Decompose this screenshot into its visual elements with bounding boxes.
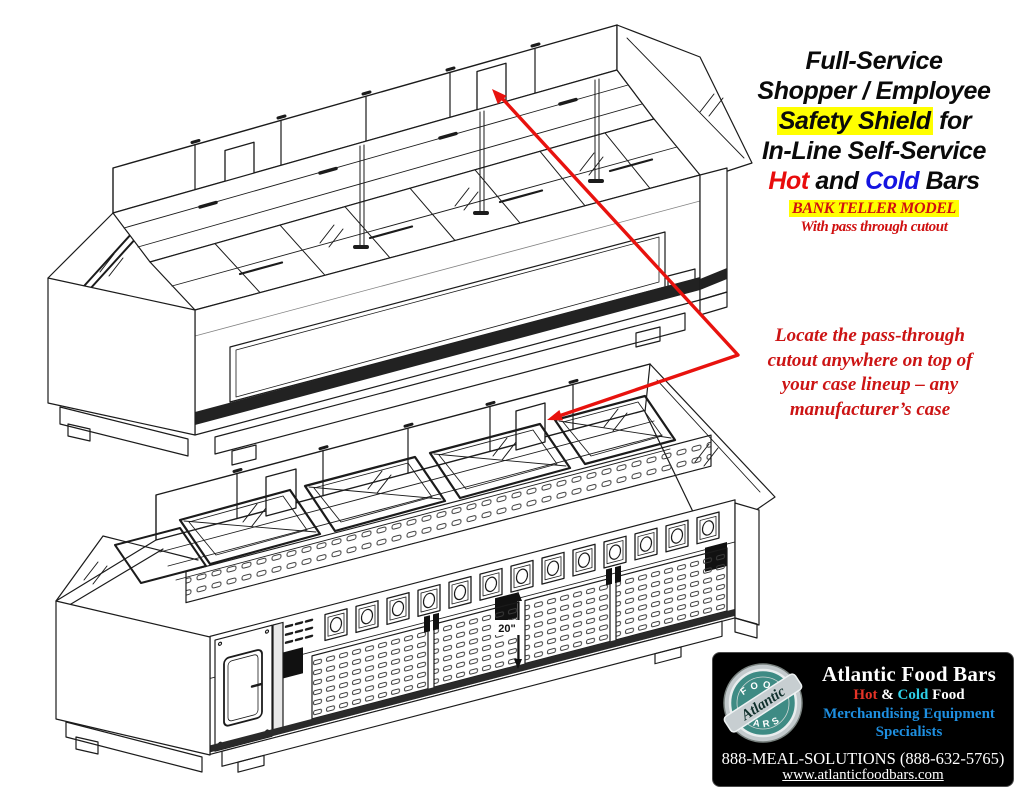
hot-word: Hot (768, 167, 809, 195)
website-link[interactable]: www.atlanticfoodbars.com (782, 767, 944, 783)
switch-box (280, 647, 303, 680)
arrow-to-top-cutout (492, 89, 507, 105)
title-line-5: Hot and Cold Bars (768, 167, 980, 195)
page-title: Full-Service Shopper / Employee Safety S… (724, 46, 1024, 236)
pass-through-callout-arrows (492, 89, 740, 421)
footer-tagline-2: Merchandising Equipment (823, 706, 995, 722)
footer-brand-card: FOOD BARS Atlantic Atlantic Food Bars Ho… (712, 652, 1014, 787)
footer-tagline-3: Specialists (875, 724, 943, 740)
access-door (223, 649, 263, 727)
footer-tagline-1: Hot & Cold Food (853, 687, 965, 703)
dimension-label: 20" (498, 623, 515, 635)
footer-text-block: Atlantic Food Bars Hot & Cold Food Merch… (809, 662, 1009, 741)
title-line-4: In-Line Self-Service (761, 137, 987, 165)
front-plane (185, 434, 736, 773)
safety-shield-highlight: Safety Shield (776, 107, 933, 135)
phone-number: 888-MEAL-SOLUTIONS (888-632-5765) (721, 749, 1005, 768)
atlantic-food-bars-logo: FOOD BARS Atlantic (723, 663, 803, 743)
company-name: Atlantic Food Bars (822, 662, 996, 686)
model-subline: With pass through cutout (800, 219, 948, 235)
arrow-to-bottom-cutout (547, 410, 563, 421)
bottom-unit-drawing: 20" (55, 363, 776, 773)
annotation-note: Locate the pass-through cutout anywhere … (767, 325, 973, 420)
perforated-doors (311, 547, 728, 720)
glass-lids (178, 394, 677, 566)
model-line: BANK TELLER MODEL (724, 199, 1024, 218)
title-line-2: Shopper / Employee (757, 77, 991, 105)
cold-word: Cold (865, 167, 920, 195)
title-line-1: Full-Service (805, 47, 943, 75)
title-line-3: Safety Shield for (776, 107, 972, 135)
dimension-20-inch: 20" (495, 591, 522, 669)
